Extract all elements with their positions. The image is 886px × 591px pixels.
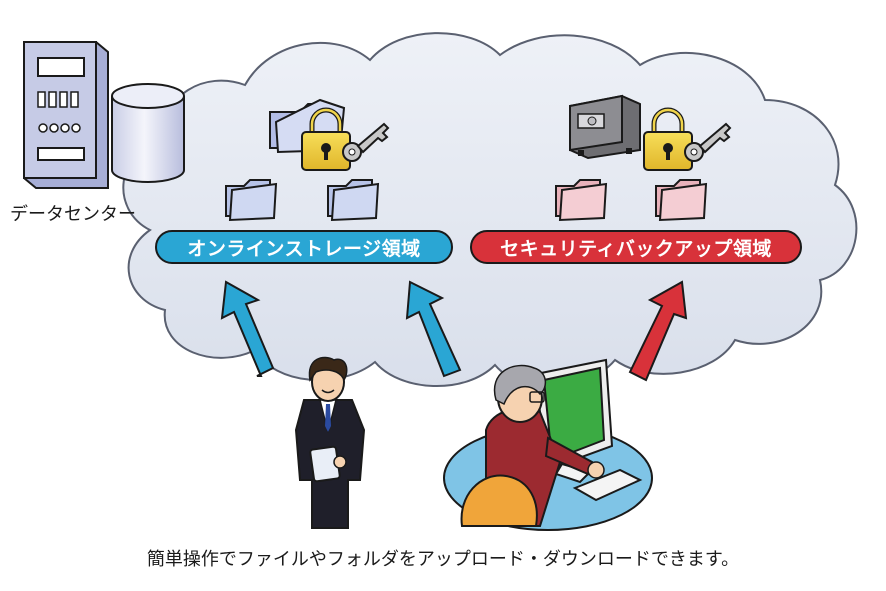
padlock-icon xyxy=(643,107,693,171)
chair-icon xyxy=(460,474,538,527)
person-with-tablet-icon xyxy=(294,356,366,529)
folder-icon xyxy=(327,179,380,222)
key-icon xyxy=(684,122,732,162)
upload-arrow-icon xyxy=(628,280,688,382)
security-backup-zone-label: セキュリティバックアップ領域 xyxy=(470,230,802,264)
folder-icon xyxy=(655,179,708,222)
upload-arrow-icon xyxy=(405,280,462,378)
padlock-icon xyxy=(301,107,351,171)
caption: 簡単操作でファイルやフォルダをアップロード・ダウンロードできます。 xyxy=(146,549,740,570)
database-icon xyxy=(111,83,185,183)
upload-arrow-icon xyxy=(220,280,275,377)
online-storage-zone-label: オンラインストレージ領域 xyxy=(155,230,453,264)
folder-icon xyxy=(225,179,278,222)
key-icon xyxy=(342,122,390,162)
folder-icon xyxy=(555,179,608,222)
server-icon xyxy=(23,41,109,189)
datacenter-label: データセンター xyxy=(10,204,136,225)
safe-icon xyxy=(569,94,641,160)
